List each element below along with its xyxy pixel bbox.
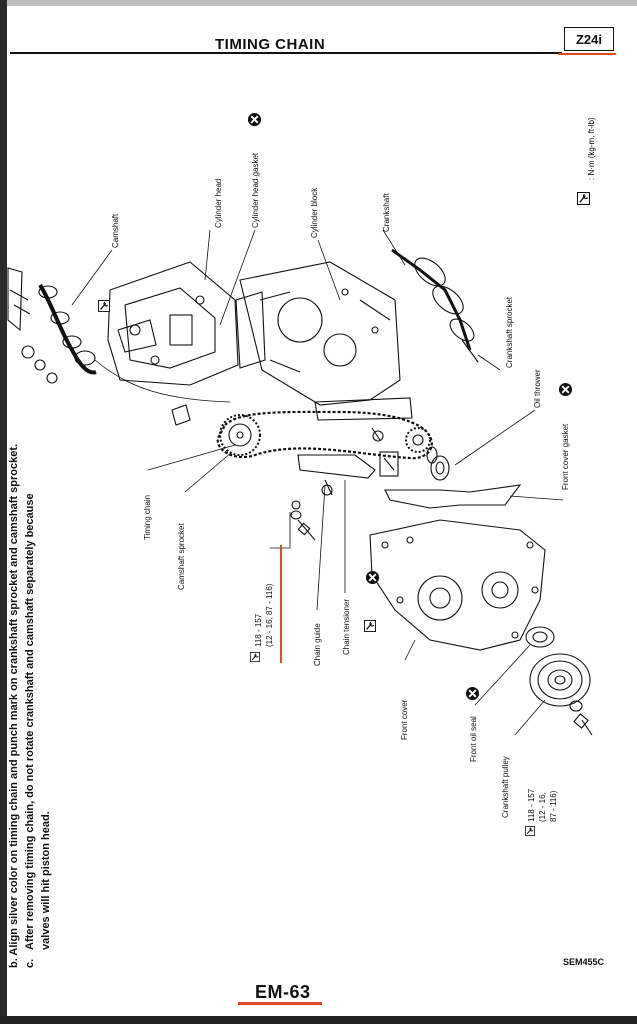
- crankshaft-part: [391, 248, 479, 363]
- instruction-b: b. Align silver color on timing chain an…: [8, 444, 20, 968]
- cam-torque-red-mark: [280, 545, 282, 663]
- label-crankshaft-sprocket: Crankshaft sprocket: [505, 296, 514, 368]
- label-front-cover: Front cover: [400, 699, 409, 740]
- leader-lines: [71, 229, 564, 736]
- label-cylinder-head: Cylinder head: [214, 179, 223, 228]
- page-number: EM-63: [255, 982, 311, 1002]
- instruction-c-line2: valves will hit piston head.: [40, 811, 52, 950]
- bottom-border: [0, 1016, 637, 1024]
- page-title: TIMING CHAIN: [215, 36, 326, 53]
- head-gasket-replace-icon: [247, 112, 262, 127]
- crankshaft-pulley-part: [529, 653, 591, 707]
- torque-legend: : N·m (kg-m, ft-lb): [577, 117, 596, 205]
- cylinder-head-part: [107, 261, 239, 386]
- crankshaft-sprocket-part: [405, 427, 431, 453]
- pulley-torque-line1: 118 - 157: [527, 788, 536, 822]
- chain-tensioner-part: [321, 427, 399, 496]
- page-number-underline: [238, 1002, 322, 1005]
- left-border: [0, 0, 7, 1024]
- cylinder-block-part: [239, 261, 401, 406]
- cam-torque-line1: 118 - 157: [254, 613, 263, 647]
- front-cover-gasket-part: [384, 484, 522, 509]
- tensioner-wrench-icon: [364, 620, 376, 632]
- oil-thrower-part: [426, 446, 450, 481]
- chain-tensioner-replace-icon: [365, 570, 380, 585]
- cam-torque-line2: (12 - 16, 87 - 116): [265, 583, 274, 647]
- pulley-bolt-torque: 118 - 157 (12 - 16, 87 - 116): [525, 788, 558, 836]
- model-underline: [558, 53, 616, 55]
- cam-bolt-part: [290, 500, 316, 541]
- instruction-c-label: c.: [24, 959, 36, 968]
- label-crankshaft-pulley: Crankshaft pulley: [501, 756, 510, 818]
- model-badge: Z24i: [564, 27, 614, 51]
- torque-unit-text: : N·m (kg-m, ft-lb): [587, 117, 596, 180]
- camshaft-part: [7, 267, 97, 384]
- front-cover-part: [369, 519, 546, 651]
- label-crankshaft: Crankshaft: [382, 193, 391, 232]
- cam-torque-wrench-icon: [250, 652, 260, 662]
- head-gasket-part: [235, 291, 266, 369]
- pulley-torque-wrench-icon: [525, 826, 535, 836]
- pulley-bolt-part: [569, 700, 593, 736]
- label-front-cover-gasket: Front cover gasket: [561, 423, 570, 490]
- head-bolt-wrench-icon: [98, 300, 110, 312]
- label-camshaft: Camshaft: [111, 213, 120, 248]
- label-chain-tensioner: Chain tensioner: [342, 599, 351, 655]
- label-chain-guide: Chain guide: [313, 623, 322, 666]
- pulley-torque-line3: 87 - 116): [549, 790, 558, 822]
- label-timing-chain: Timing chain: [143, 495, 152, 540]
- pulley-torque-line2: (12 - 16,: [538, 792, 547, 822]
- camshaft-sprocket-part: [219, 414, 261, 456]
- label-camshaft-sprocket: Camshaft sprocket: [177, 523, 186, 590]
- figure-code: SEM455C: [563, 957, 605, 967]
- label-cylinder-head-gasket: Cylinder head gasket: [251, 152, 260, 228]
- cam-bolt-torque: 118 - 157 (12 - 16, 87 - 116): [250, 583, 274, 662]
- parts-drawing: [7, 229, 593, 736]
- label-front-oil-seal: Front oil seal: [469, 716, 478, 762]
- cam-lock-part: [171, 404, 191, 426]
- front-oil-seal-part: [525, 626, 555, 648]
- front-oil-seal-replace-icon: [465, 686, 480, 701]
- timing-chain-part: [216, 410, 433, 460]
- label-oil-thrower: Oil thrower: [533, 369, 542, 408]
- front-cover-gasket-replace-icon: [558, 382, 573, 397]
- instruction-c-line1: After removing timing chain, do not rota…: [24, 493, 36, 950]
- label-cylinder-block: Cylinder block: [310, 187, 319, 238]
- top-border: [0, 0, 637, 6]
- header-rule: [10, 52, 562, 54]
- torque-wrench-icon: [577, 192, 590, 205]
- chain-guide-part: [297, 397, 413, 479]
